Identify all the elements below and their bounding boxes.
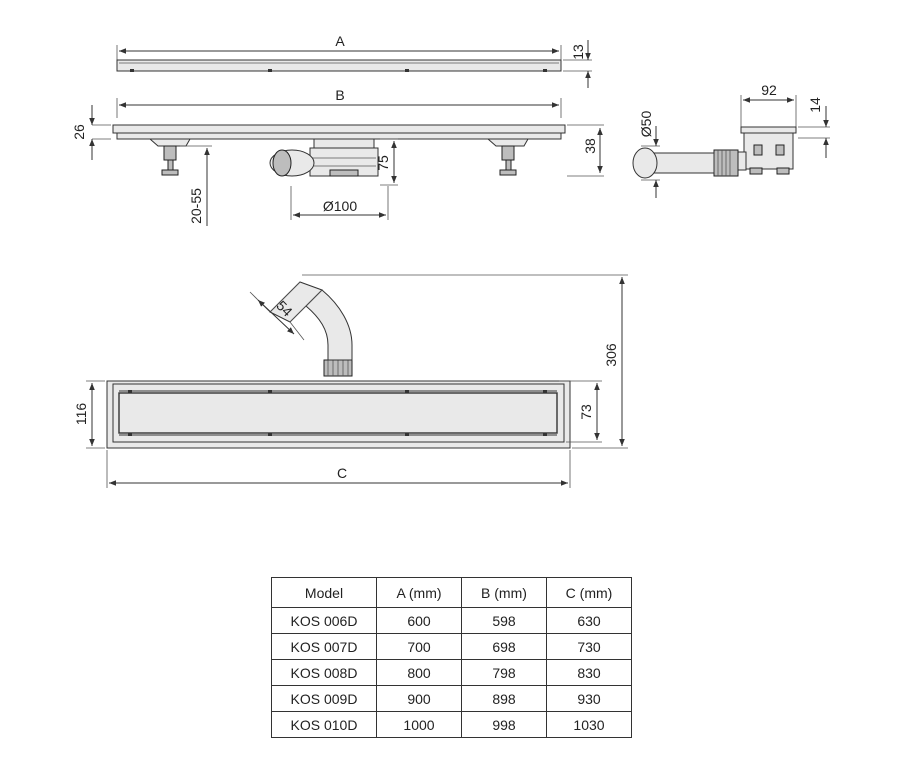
dim-20-55-label: 20-55 xyxy=(188,188,204,224)
table-cell: 730 xyxy=(546,633,632,660)
table-cell: 930 xyxy=(546,685,632,712)
dim-92-label: 92 xyxy=(761,82,777,98)
dim-73-label: 73 xyxy=(578,404,594,420)
table-cell: 800 xyxy=(376,659,462,686)
table-cell: 898 xyxy=(461,685,547,712)
dim-38-label: 38 xyxy=(582,138,598,154)
table-cell: 698 xyxy=(461,633,547,660)
dim-26-label: 26 xyxy=(71,124,87,140)
table-cell: 600 xyxy=(376,607,462,634)
table-cell: KOS 009D xyxy=(271,685,377,712)
drain-end-view xyxy=(632,95,830,198)
table-cell: 900 xyxy=(376,685,462,712)
table-header-row: Model A (mm) B (mm) C (mm) xyxy=(271,577,632,608)
dim-d50-label: Ø50 xyxy=(638,111,654,138)
dim-B-label: B xyxy=(335,87,344,103)
column-header: Model xyxy=(271,577,377,608)
table-cell: 630 xyxy=(546,607,632,634)
dim-d100-label: Ø100 xyxy=(323,198,357,214)
column-header: A (mm) xyxy=(376,577,462,608)
table-cell: 798 xyxy=(461,659,547,686)
table-cell: 1030 xyxy=(546,711,632,738)
table-cell: KOS 007D xyxy=(271,633,377,660)
technical-drawing: A 13 xyxy=(71,33,830,488)
drain-plan-view xyxy=(86,274,628,488)
table-row: KOS 010D 1000 998 1030 xyxy=(271,711,632,738)
column-header: B (mm) xyxy=(461,577,547,608)
table-cell: 998 xyxy=(461,711,547,738)
dim-306-label: 306 xyxy=(603,343,619,367)
drain-side-view xyxy=(89,98,604,226)
model-dimensions-table: Model A (mm) B (mm) C (mm) KOS 006D 600 … xyxy=(271,577,632,738)
table-cell: 700 xyxy=(376,633,462,660)
column-header: C (mm) xyxy=(546,577,632,608)
table-row: KOS 007D 700 698 730 xyxy=(271,633,632,660)
dim-13-label: 13 xyxy=(570,44,586,60)
dim-75-label: 75 xyxy=(375,155,391,171)
table-row: KOS 009D 900 898 930 xyxy=(271,685,632,712)
table-cell: KOS 010D xyxy=(271,711,377,738)
table-cell: 598 xyxy=(461,607,547,634)
dim-14-label: 14 xyxy=(807,97,823,113)
table-cell: KOS 008D xyxy=(271,659,377,686)
table-cell: 1000 xyxy=(376,711,462,738)
dim-A-label: A xyxy=(335,33,345,49)
dim-C-label: C xyxy=(337,465,347,481)
table-row: KOS 006D 600 598 630 xyxy=(271,607,632,634)
table-row: KOS 008D 800 798 830 xyxy=(271,659,632,686)
dim-116-label: 116 xyxy=(73,403,89,426)
table-cell: KOS 006D xyxy=(271,607,377,634)
table-cell: 830 xyxy=(546,659,632,686)
grate-top-view xyxy=(116,40,592,88)
